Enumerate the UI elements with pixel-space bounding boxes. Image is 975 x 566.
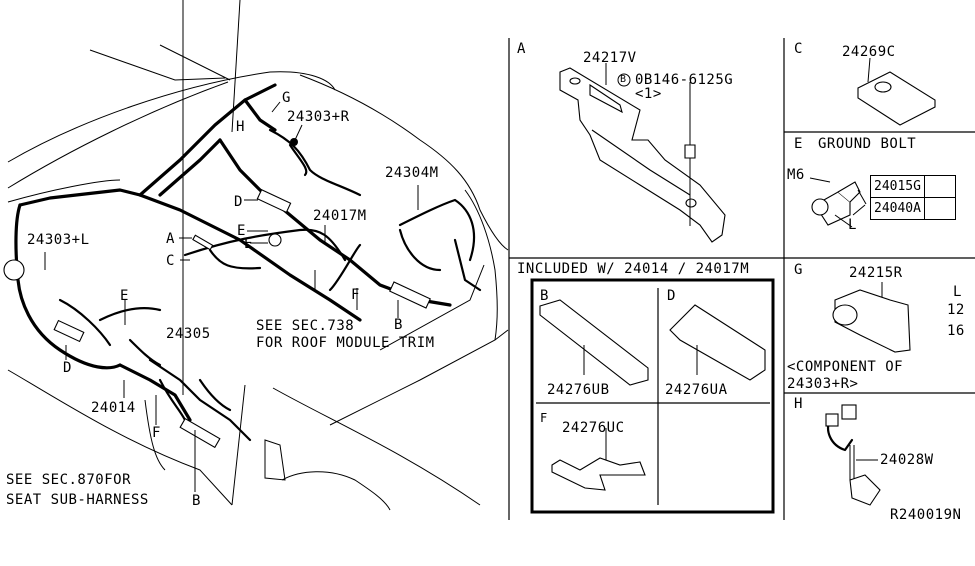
callout-b-mid: B bbox=[394, 317, 403, 333]
bolt-symbol-letter: B bbox=[620, 74, 627, 85]
bracket-24217v-drawing bbox=[559, 63, 726, 243]
connector-d-left bbox=[53, 319, 85, 343]
part-label-24217v[interactable]: 24217V bbox=[583, 50, 637, 66]
included-b-letter: B bbox=[540, 288, 549, 304]
grommet-24303r bbox=[290, 138, 298, 146]
callout-b-low: B bbox=[192, 493, 201, 509]
callout-e-left: E bbox=[120, 288, 129, 304]
callout-e-top2: E bbox=[244, 236, 253, 252]
clip-a bbox=[192, 234, 214, 251]
connector-b-low bbox=[179, 417, 221, 449]
harness-connectors bbox=[3, 138, 431, 449]
ground-e bbox=[268, 233, 282, 247]
module-24276ub bbox=[539, 299, 649, 386]
component-note-line1: <COMPONENT OF bbox=[787, 359, 904, 375]
part-label-24215r[interactable]: 24215R bbox=[849, 265, 903, 281]
harness-24028w-drawing bbox=[825, 404, 881, 506]
part-label-24017m[interactable]: 24017M bbox=[313, 208, 367, 224]
part-label-24303r[interactable]: 24303+R bbox=[287, 109, 350, 125]
callout-a: A bbox=[166, 231, 175, 247]
panel-e-letter: E bbox=[794, 136, 803, 152]
note-roof-line2: FOR ROOF MODULE TRIM bbox=[256, 335, 435, 351]
module-24276ua bbox=[669, 304, 766, 381]
vehicle-body-outline bbox=[7, 44, 509, 511]
table-row: 24040A bbox=[870, 197, 956, 220]
connector-b-mid bbox=[389, 281, 431, 309]
connector-left-edge bbox=[3, 259, 25, 281]
table-row: 24015G bbox=[870, 175, 956, 198]
callout-f-low: F bbox=[152, 425, 161, 441]
component-note-line2: 24303+R> bbox=[787, 376, 859, 392]
connector-24215r-drawing bbox=[832, 282, 911, 353]
clip-24276uc bbox=[551, 457, 646, 491]
part-label-24028w[interactable]: 24028W bbox=[880, 452, 934, 468]
panel-h-letter: H bbox=[794, 396, 803, 412]
ground-bolt-drawing bbox=[809, 177, 867, 228]
included-box bbox=[530, 278, 775, 514]
callout-c: C bbox=[166, 253, 175, 269]
part-label-24304m[interactable]: 24304M bbox=[385, 165, 439, 181]
included-drawings bbox=[539, 299, 766, 491]
callout-g: G bbox=[282, 90, 291, 106]
part-label-0b146-6125g[interactable]: 0B146-6125G bbox=[635, 72, 734, 88]
callout-d-top: D bbox=[234, 194, 243, 210]
part-label-24276ub[interactable]: 24276UB bbox=[547, 382, 610, 398]
length-value-12: 12 bbox=[947, 302, 965, 318]
main-leaders bbox=[44, 0, 419, 492]
ground-bolt-table: 24015G 24040A bbox=[870, 175, 956, 220]
bolt-quantity: <1> bbox=[635, 86, 662, 102]
connector-d-top bbox=[256, 188, 292, 214]
bolt-part-cell[interactable]: 24040A bbox=[870, 197, 925, 220]
panel-e-title: GROUND BOLT bbox=[818, 136, 917, 152]
bolt-length-cell bbox=[923, 197, 956, 220]
included-d-letter: D bbox=[667, 288, 676, 304]
callout-d-left: D bbox=[63, 360, 72, 376]
note-roof-line1: SEE SEC.738 bbox=[256, 318, 355, 334]
part-label-24276ua[interactable]: 24276UA bbox=[665, 382, 728, 398]
bolt-length-cell bbox=[923, 175, 956, 198]
bolt-symbol-circle bbox=[617, 73, 631, 87]
part-label-24276uc[interactable]: 24276UC bbox=[562, 420, 625, 436]
callout-f-mid: F bbox=[351, 287, 360, 303]
part-label-24303l[interactable]: 24303+L bbox=[27, 232, 90, 248]
part-label-24269c[interactable]: 24269C bbox=[842, 44, 896, 60]
panel-c-letter: C bbox=[794, 41, 803, 57]
callout-h: H bbox=[236, 119, 245, 135]
part-label-24014[interactable]: 24014 bbox=[91, 400, 136, 416]
bolt-size-label: M6 bbox=[787, 167, 805, 183]
note-seat-line1: SEE SEC.870FOR bbox=[6, 472, 132, 488]
bolt-part-cell[interactable]: 24015G bbox=[870, 175, 925, 198]
length-value-16: 16 bbox=[947, 323, 965, 339]
part-label-24305[interactable]: 24305 bbox=[166, 326, 211, 342]
length-header: L bbox=[953, 284, 962, 300]
panel-a-letter: A bbox=[517, 41, 526, 57]
note-seat-line2: SEAT SUB-HARNESS bbox=[6, 492, 149, 508]
pad-24269c-drawing bbox=[857, 57, 936, 126]
included-title: INCLUDED W/ 24014 / 24017M bbox=[517, 261, 750, 277]
callout-e-top1: E bbox=[237, 223, 246, 239]
panel-g-letter: G bbox=[794, 262, 803, 278]
included-f-letter: F bbox=[540, 411, 548, 425]
wire-harness bbox=[14, 83, 482, 442]
panel-grid bbox=[508, 38, 975, 520]
bolt-length-label: L bbox=[848, 217, 857, 233]
diagram-reference-code: R240019N bbox=[890, 507, 962, 523]
